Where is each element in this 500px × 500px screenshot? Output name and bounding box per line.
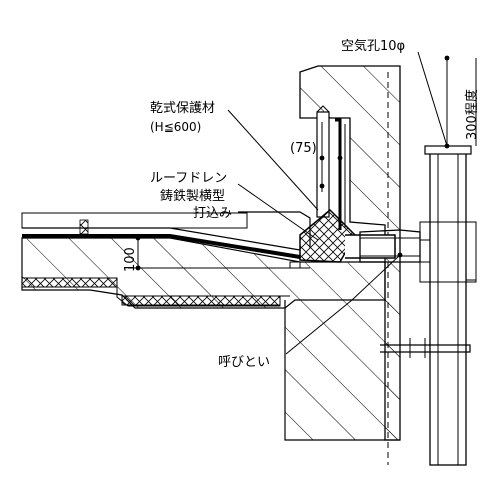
downspout-pipe xyxy=(380,145,477,466)
dimension-100 xyxy=(128,235,310,271)
gutter-label: 呼びとい xyxy=(218,355,270,370)
dimension-75-label: (75) xyxy=(290,141,317,156)
dimension-100-label: 100 xyxy=(123,247,138,272)
leader-lines xyxy=(227,51,448,355)
roof-slab xyxy=(21,237,386,309)
protector-label-line1: 乾式保護材 xyxy=(150,100,215,116)
protector-panel xyxy=(316,105,346,230)
drain-label-line1: ルーフドレン xyxy=(150,171,227,186)
membrane-layer xyxy=(21,211,311,259)
drain-label-line3: 打込み xyxy=(193,206,232,221)
protector-label-line2: (H≦600) xyxy=(150,120,201,134)
dimension-75 xyxy=(319,122,343,192)
roof-drain xyxy=(289,208,421,269)
drain-label-line2: 鋳鉄製横型 xyxy=(160,188,225,204)
exterior-wall xyxy=(284,300,400,441)
dimension-300 xyxy=(444,55,477,149)
air-hole-label: 空気孔10φ xyxy=(341,38,405,54)
dimension-300-label: 300程度 xyxy=(464,89,480,140)
